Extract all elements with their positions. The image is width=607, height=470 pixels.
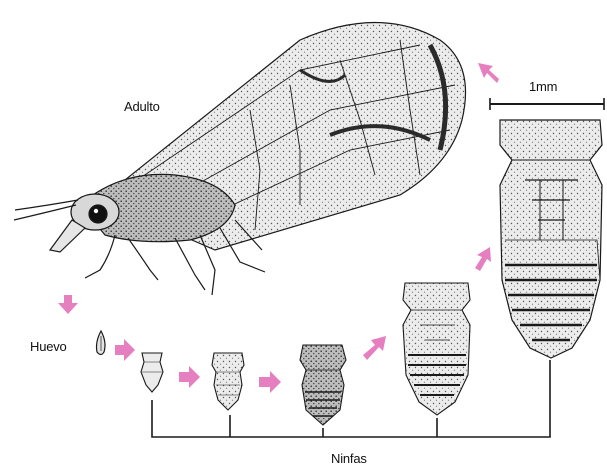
nymph-stage-3: [300, 345, 346, 425]
arrow-nymph1-to-nymph2: [179, 366, 200, 388]
egg-label: Huevo: [30, 339, 67, 354]
nymph-stage-2: [212, 353, 244, 410]
scale-label: 1mm: [529, 79, 557, 94]
arrow-nymph5-to-adult: [478, 63, 499, 83]
adult-leg: [85, 235, 115, 278]
adult-insect: [14, 23, 466, 296]
adult-label: Adulto: [124, 99, 160, 114]
egg: [97, 331, 106, 355]
arrow-nymph4-to-nymph5: [475, 247, 491, 271]
arrow-adult-to-egg: [58, 295, 78, 314]
adult-eye: [89, 205, 107, 223]
nymphs-label: Ninfas: [331, 451, 367, 466]
arrow-nymph2-to-nymph3: [259, 371, 281, 393]
arrow-nymph3-to-nymph4: [363, 336, 386, 360]
nymph-stage-5: [500, 120, 602, 358]
nymph-stage-4: [403, 283, 470, 415]
arrow-egg-to-nymph1: [115, 339, 135, 361]
nymph-stage-1: [141, 353, 163, 392]
scale-bar: [490, 98, 604, 110]
adult-antenna: [15, 200, 78, 210]
nymphs-bracket: [152, 360, 550, 437]
